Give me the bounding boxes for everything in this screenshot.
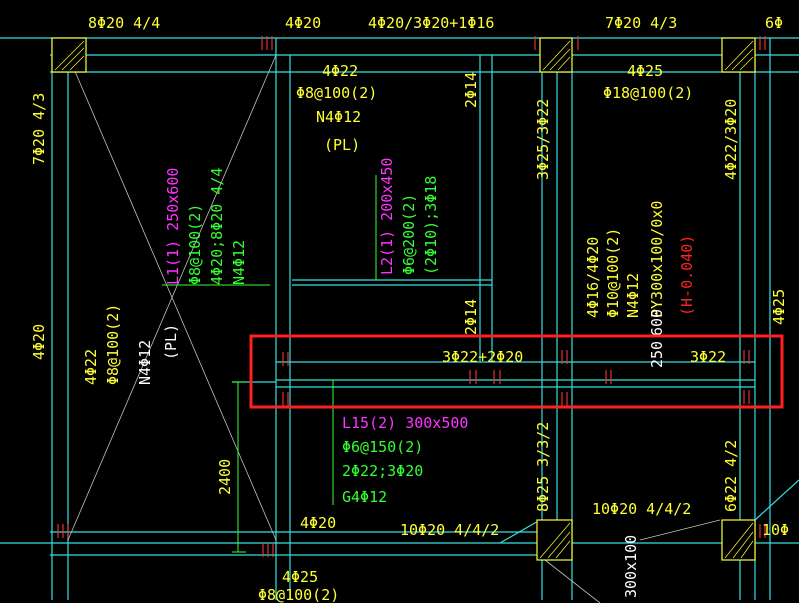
label-top-1: 8Φ20 4/4 bbox=[88, 14, 160, 32]
bot-beam-2: Φ8@100(2) bbox=[258, 586, 339, 603]
bot-beam-1: 4Φ25 bbox=[282, 568, 318, 586]
label-2d14b: 2Φ14 bbox=[462, 299, 480, 335]
label-4d22: 4Φ22/3Φ20 bbox=[722, 99, 740, 180]
beam-a-1: 4Φ22 bbox=[322, 62, 358, 80]
beam-a-2: Φ8@100(2) bbox=[296, 84, 377, 102]
label-top-3: 4Φ20/3Φ20+1Φ16 bbox=[368, 14, 494, 32]
l1-bars: 4Φ20;8Φ20 4/4 bbox=[208, 168, 226, 285]
column-4 bbox=[536, 519, 573, 561]
columns bbox=[51, 37, 756, 561]
label-2d14: 2Φ14 bbox=[462, 72, 480, 108]
beam-a-3: N4Φ12 bbox=[316, 108, 361, 126]
annotations: 8Φ20 4/4 4Φ20 4Φ20/3Φ20+1Φ16 7Φ20 4/3 6Φ… bbox=[30, 14, 789, 603]
left-beam-1: 4Φ22 bbox=[82, 349, 100, 385]
label-bot-4: 10Φ bbox=[762, 521, 789, 539]
label-top-4: 7Φ20 4/3 bbox=[605, 14, 677, 32]
py-5: (H-0.040) bbox=[678, 235, 696, 316]
l15-bars: 2Φ22;3Φ20 bbox=[342, 462, 423, 480]
dim-2400: 2400 bbox=[216, 459, 234, 495]
slab-opening-cross bbox=[67, 54, 277, 541]
label-bot-2: 10Φ20 4/4/2 bbox=[400, 521, 499, 539]
left-beam-3: N4Φ12 bbox=[136, 340, 154, 385]
l2-bars: (2Φ10);3Φ18 bbox=[422, 176, 440, 275]
label-4d25: 4Φ25 bbox=[770, 289, 788, 325]
label-mid-bar: 3Φ22+2Φ20 bbox=[442, 348, 523, 366]
py-1: 4Φ16/4Φ20 bbox=[584, 237, 602, 318]
l1-stirrup: Φ8@100(2) bbox=[186, 204, 204, 285]
leaders-dimensions bbox=[162, 175, 377, 553]
column-3 bbox=[721, 37, 756, 73]
label-right-bar: 3Φ22 bbox=[690, 348, 726, 366]
label-top-5: 6Φ bbox=[765, 14, 783, 32]
label-8d25: 8Φ25 3/3/2 bbox=[534, 422, 552, 512]
l15-side: G4Φ12 bbox=[342, 488, 387, 506]
column-5 bbox=[721, 519, 756, 561]
beam-b-2: Φ18@100(2) bbox=[603, 84, 693, 102]
l2-stirrup: Φ6@200(2) bbox=[400, 194, 418, 275]
label-left-2: 4Φ20 bbox=[30, 324, 48, 360]
label-250: 250 bbox=[648, 341, 666, 368]
py-3: N4Φ12 bbox=[624, 273, 642, 318]
label-3d25: 3Φ25/3Φ22 bbox=[534, 99, 552, 180]
l1-side: N4Φ12 bbox=[230, 240, 248, 285]
column-1 bbox=[51, 37, 87, 73]
l15-stirrup: Φ6@150(2) bbox=[342, 438, 423, 456]
label-top-2: 4Φ20 bbox=[285, 14, 321, 32]
label-600: 600 bbox=[648, 309, 666, 336]
label-bot-1: 4Φ20 bbox=[300, 514, 336, 532]
py-4: PY300x100/0x0 bbox=[648, 201, 666, 318]
beam-b-1: 4Φ25 bbox=[627, 62, 663, 80]
l15-name: L15(2) 300x500 bbox=[342, 414, 468, 432]
selection-box[interactable] bbox=[249, 334, 784, 409]
column-2 bbox=[539, 37, 573, 73]
left-beam-4: (PL) bbox=[162, 324, 180, 360]
l2-name: L2(1) 200x450 bbox=[378, 158, 396, 275]
beam-a-4: (PL) bbox=[324, 136, 360, 154]
beam-lines bbox=[0, 37, 799, 603]
left-beam-2: Φ8@100(2) bbox=[104, 304, 122, 385]
py-2: Φ10@100(2) bbox=[604, 228, 622, 318]
l1-name: L1(1) 250x600 bbox=[164, 168, 182, 285]
label-6d22: 6Φ22 4/2 bbox=[722, 440, 740, 512]
label-left-1: 7Φ20 4/3 bbox=[30, 93, 48, 165]
label-bot-3: 10Φ20 4/4/2 bbox=[592, 500, 691, 518]
label-bot-300: 300x100 bbox=[622, 535, 640, 598]
section-ticks bbox=[57, 36, 766, 557]
